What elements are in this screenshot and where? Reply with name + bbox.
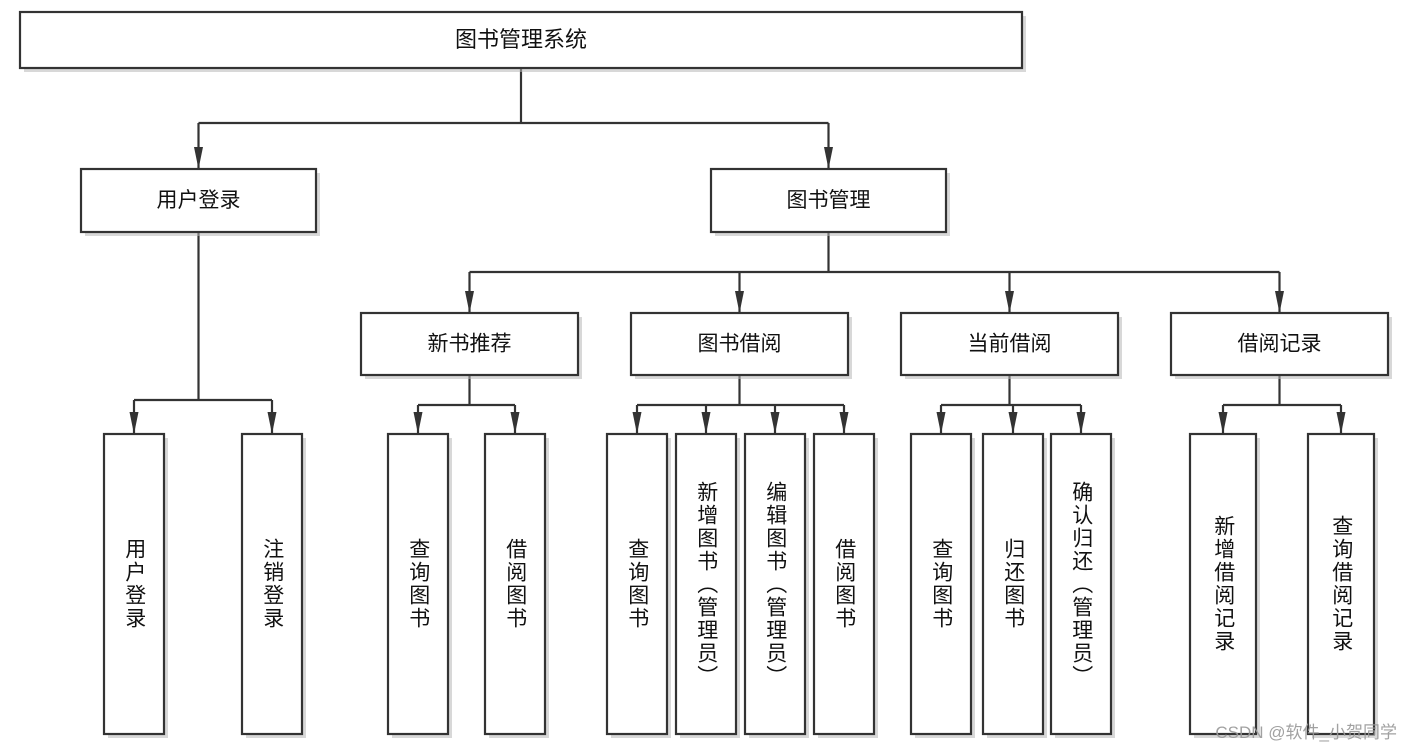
node-level3-3[interactable] xyxy=(1169,311,1390,377)
node-root-图书管理系统[interactable] xyxy=(18,10,1024,70)
arrow-head-icon xyxy=(1336,412,1346,434)
arrow-head-icon xyxy=(936,412,946,434)
node-leaf-7[interactable] xyxy=(812,432,876,736)
node-level3-2[interactable] xyxy=(899,311,1120,377)
arrow-head-icon xyxy=(770,412,780,434)
node-leaf-5[interactable] xyxy=(674,432,738,736)
arrow-head-icon xyxy=(1005,291,1014,313)
node-leaf-11[interactable] xyxy=(1188,432,1258,736)
connector-layer xyxy=(129,68,1346,434)
arrow-head-icon xyxy=(632,412,642,434)
arrow-head-icon xyxy=(824,147,833,169)
arrow-head-icon xyxy=(1076,412,1086,434)
arrow-head-icon xyxy=(510,412,520,434)
node-leaf-10[interactable] xyxy=(1049,432,1113,736)
arrow-head-icon xyxy=(839,412,849,434)
node-label-level3-2: 当前借阅 xyxy=(968,333,1052,356)
node-leaf-1[interactable] xyxy=(240,432,304,736)
node-label-level3-0: 新书推荐 xyxy=(428,333,512,356)
arrow-head-icon xyxy=(1275,291,1284,313)
node-label-root: 图书管理系统 xyxy=(455,27,587,52)
node-level2-0[interactable] xyxy=(79,167,318,234)
node-label-level2-0: 用户登录 xyxy=(157,189,241,212)
node-leaf-8[interactable] xyxy=(909,432,973,736)
node-leaf-6[interactable] xyxy=(743,432,807,736)
node-label-level3-3: 借阅记录 xyxy=(1238,333,1322,356)
arrow-head-icon xyxy=(735,291,744,313)
node-label-level2-1: 图书管理 xyxy=(787,189,871,212)
arrow-head-icon xyxy=(465,291,474,313)
arrow-head-icon xyxy=(1008,412,1018,434)
node-leaf-12[interactable] xyxy=(1306,432,1376,736)
arrow-head-icon xyxy=(1218,412,1228,434)
arrow-head-icon xyxy=(267,412,277,434)
node-layer xyxy=(18,10,1392,738)
node-leaf-9[interactable] xyxy=(981,432,1045,736)
arrow-head-icon xyxy=(413,412,423,434)
node-leaf-3[interactable] xyxy=(483,432,547,736)
node-level3-0[interactable] xyxy=(359,311,580,377)
node-leaf-4[interactable] xyxy=(605,432,669,736)
node-level2-1[interactable] xyxy=(709,167,948,234)
node-leaf-0[interactable] xyxy=(102,432,166,736)
arrow-head-icon xyxy=(129,412,139,434)
node-level3-1[interactable] xyxy=(629,311,850,377)
csdn-watermark: CSDN @软件_小贺同学 xyxy=(1215,723,1397,742)
node-label-level3-1: 图书借阅 xyxy=(698,333,782,356)
node-leaf-2[interactable] xyxy=(386,432,450,736)
arrow-head-icon xyxy=(194,147,203,169)
arrow-head-icon xyxy=(701,412,711,434)
